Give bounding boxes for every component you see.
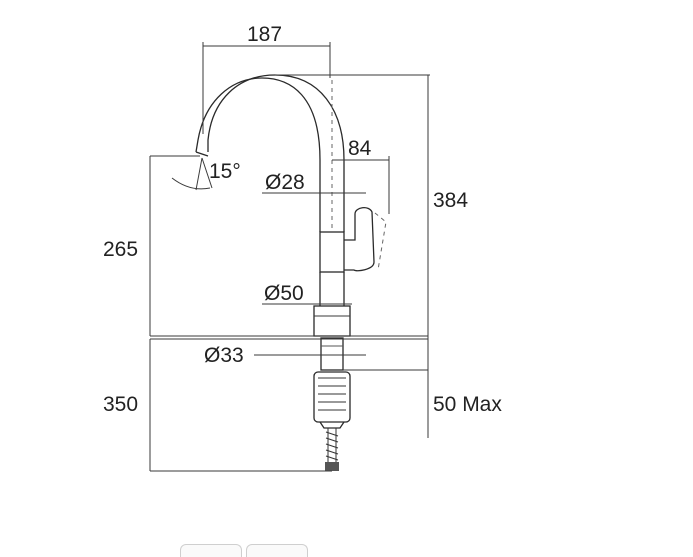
label-handle-offset: 84 xyxy=(348,137,372,160)
faucet-column-lower xyxy=(319,272,345,306)
nut-bottom xyxy=(319,421,345,429)
label-shank-diameter: Ø33 xyxy=(204,344,244,367)
spout-tip xyxy=(195,151,209,157)
dim-counter-thickness: 50 Max xyxy=(433,393,502,416)
thumbnail-tab-1[interactable] xyxy=(180,544,242,557)
label-counter-thickness: 50 Max xyxy=(433,393,502,416)
dim-hose-length: 350 xyxy=(103,339,332,472)
label-hose-length: 350 xyxy=(103,393,138,416)
thumbnail-tab-2[interactable] xyxy=(246,544,308,557)
dim-outlet-height: 265 xyxy=(103,155,200,336)
label-spout-diameter: Ø28 xyxy=(265,171,305,194)
faucet-outline xyxy=(195,74,387,471)
dim-reach: 187 xyxy=(202,23,331,134)
label-spout-angle: 15° xyxy=(209,160,241,183)
mounting-nut xyxy=(313,371,351,423)
label-spout-reach: 187 xyxy=(247,23,282,46)
dim-spout-diameter: Ø28 xyxy=(262,171,366,194)
dim-body-diameter: Ø50 xyxy=(262,282,352,305)
dim-shank-diameter: Ø33 xyxy=(204,344,366,367)
faucet-column xyxy=(319,231,345,273)
hose-fitting xyxy=(325,462,339,471)
spout-outer xyxy=(195,77,321,232)
lever-handle-alt xyxy=(374,212,387,271)
supply-rod xyxy=(325,428,339,471)
label-body-diameter: Ø50 xyxy=(264,282,304,305)
lever-handle xyxy=(344,207,375,272)
label-total-height: 384 xyxy=(433,189,468,212)
dim-handle-offset: 84 xyxy=(332,137,390,214)
label-outlet-height: 265 xyxy=(103,238,138,261)
nut-threads xyxy=(318,377,346,411)
dim-total-height: 384 xyxy=(275,74,468,438)
countertop xyxy=(150,335,428,371)
dim-spout-angle: 15° xyxy=(171,157,241,191)
base-flange xyxy=(313,305,351,337)
shank xyxy=(320,337,344,371)
spout-inner xyxy=(207,74,345,232)
